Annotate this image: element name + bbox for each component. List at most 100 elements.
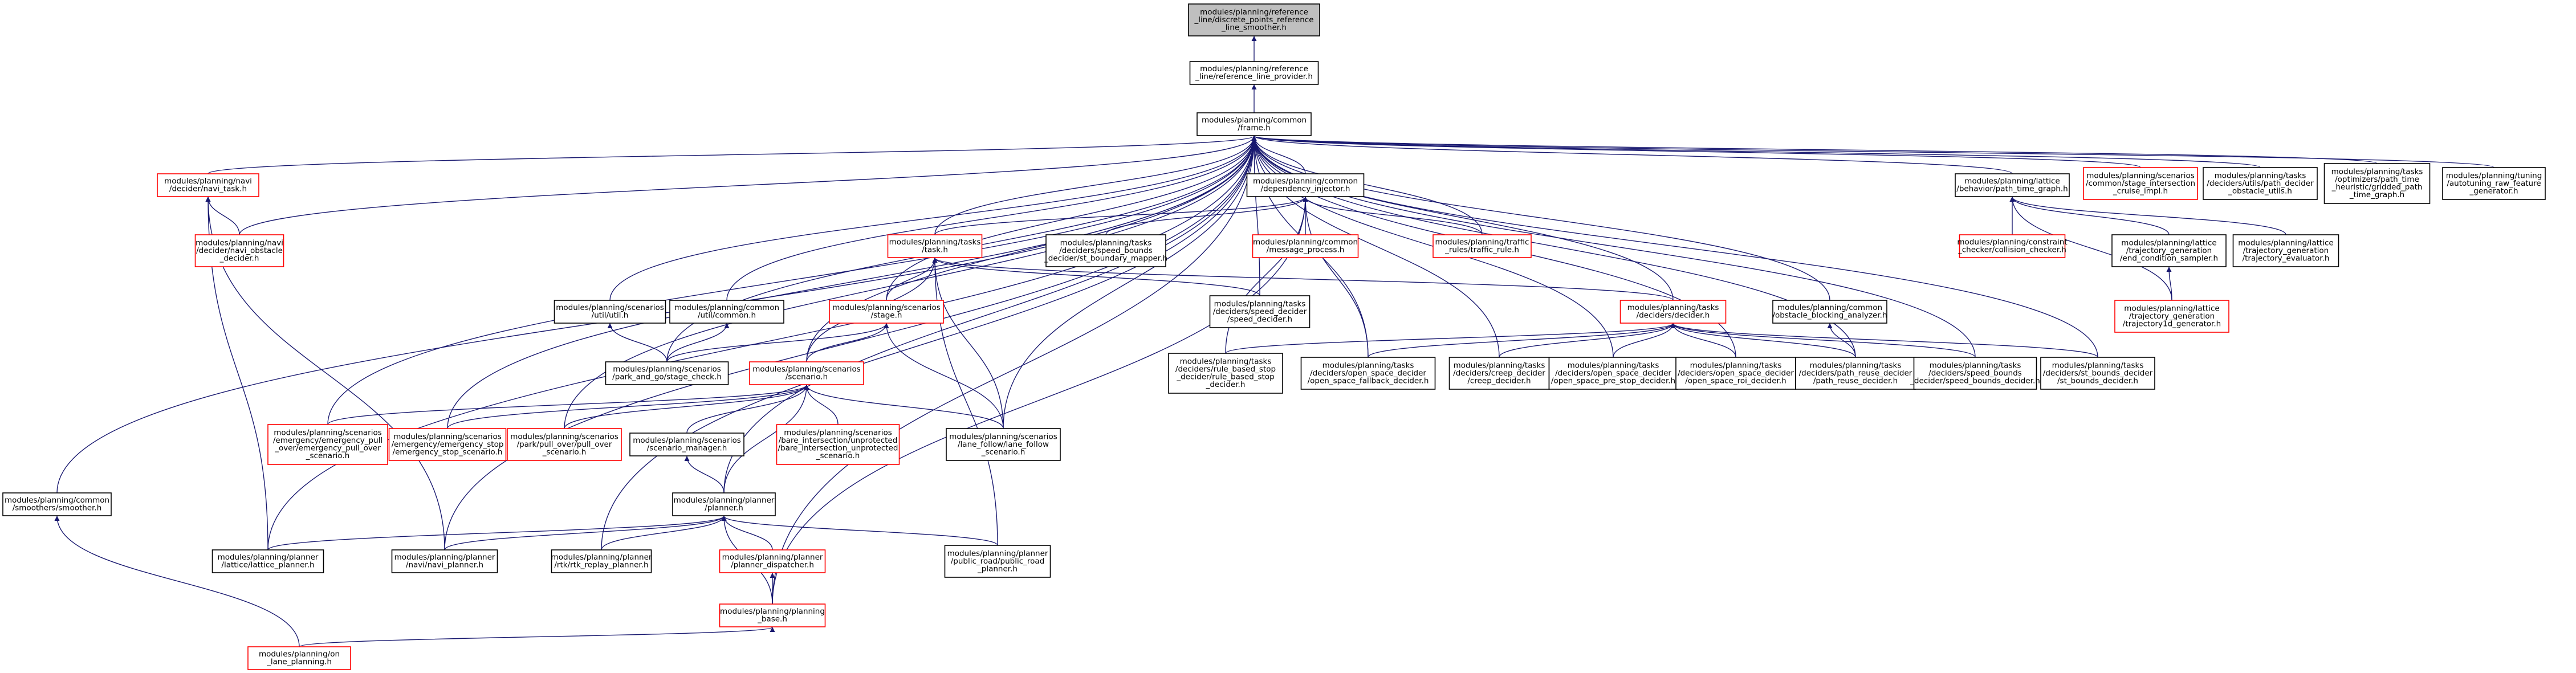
node-open-space-fallback[interactable]: modules/planning/tasks/deciders/open_spa… <box>1300 357 1436 390</box>
node-scenario[interactable]: modules/planning/scenarios/scenario.h <box>749 361 864 385</box>
node-bare-intersection[interactable]: modules/planning/scenarios/bare_intersec… <box>776 424 900 465</box>
node-path-time-graph[interactable]: modules/planning/lattice/behavior/path_t… <box>1955 173 2070 197</box>
node-label-line: /obstacle_blocking_analyzer.h <box>1772 311 1887 320</box>
node-trajectory1d-generator[interactable]: modules/planning/lattice/trajectory_gene… <box>2114 300 2229 333</box>
node-label-line: /deciders/open_space_decider <box>1555 369 1671 378</box>
edge-planner-to-scenario_manager <box>684 456 725 493</box>
node-planner[interactable]: modules/planning/planner/planner.h <box>672 492 776 516</box>
node-box <box>1188 3 1320 36</box>
node-label-line: modules/planning/scenarios <box>832 303 941 312</box>
node-traffic-rule[interactable]: modules/planning/traffic_rules/traffic_r… <box>1433 234 1532 258</box>
node-label-line: /bare_intersection/unprotected <box>779 436 898 445</box>
edge-scenario_manager-to-scenario <box>686 385 809 434</box>
node-tasks-task[interactable]: modules/planning/tasks/task.h <box>887 234 983 258</box>
node-navi-task[interactable]: modules/planning/navi/decider/navi_task.… <box>157 173 259 197</box>
node-label-line: modules/planning/reference <box>1200 7 1308 17</box>
node-st-bounds-decider[interactable]: modules/planning/tasks/deciders/st_bound… <box>2040 357 2155 390</box>
node-trajectory-evaluator[interactable]: modules/planning/lattice/trajectory_gene… <box>2232 234 2339 267</box>
edge-park_pull_over-to-scenario <box>564 385 809 429</box>
node-label-line: modules/planning/tasks <box>1627 303 1719 312</box>
node-label-line: /st_bounds_decider.h <box>2057 376 2138 385</box>
node-lane-planning[interactable]: modules/planning/on_lane_planning.h <box>247 646 351 670</box>
node-navi-obstacle[interactable]: modules/planning/navi/decider/navi_obsta… <box>194 234 284 267</box>
node-box <box>2114 300 2229 333</box>
node-end-condition-sampler[interactable]: modules/planning/lattice/trajectory_gene… <box>2111 234 2227 267</box>
edge-navi_task-to-frame <box>207 135 1257 174</box>
node-rule-based-stop[interactable]: modules/planning/tasks/deciders/rule_bas… <box>1168 353 1283 394</box>
edge-stage_intersection-to-frame <box>1251 135 2141 168</box>
node-speed-decider[interactable]: modules/planning/tasks/deciders/speed_de… <box>1209 295 1311 328</box>
node-navi-planner[interactable]: modules/planning/planner/navi/navi_plann… <box>391 549 498 573</box>
node-box <box>194 234 284 267</box>
edge-navi_planner-to-planner <box>444 516 727 550</box>
node-speed-bounds-decider[interactable]: modules/planning/tasks/deciders/speed_bo… <box>1910 357 2040 390</box>
node-label-line: modules/planning/planner <box>947 549 1048 558</box>
node-label-line: _decider/rule_based_stop <box>1176 373 1274 382</box>
edge-scenario-to-stage <box>806 323 889 362</box>
node-label-line: _time_graph.h <box>2349 190 2404 199</box>
node-smoother[interactable]: modules/planning/common/smoothers/smooth… <box>2 492 112 516</box>
node-label-line: /planner_dispatcher.h <box>731 561 814 570</box>
node-common-util[interactable]: modules/planning/common/util/common.h <box>669 300 784 324</box>
node-lane-follow[interactable]: modules/planning/scenarios/lane_follow/l… <box>946 428 1061 461</box>
node-stage-intersection[interactable]: modules/planning/scenarios/common/stage_… <box>2083 167 2198 200</box>
node-box <box>267 424 388 465</box>
node-path-decider-obstacle[interactable]: modules/planning/tasks/deciders/utils/pa… <box>2203 167 2318 200</box>
node-box <box>388 428 507 461</box>
node-ref-provider[interactable]: modules/planning/reference_line/referenc… <box>1189 61 1319 85</box>
node-emergency-pull-over[interactable]: modules/planning/scenarios/emergency/eme… <box>267 424 388 465</box>
node-open-space-pre-stop[interactable]: modules/planning/tasks/deciders/open_spa… <box>1548 357 1678 390</box>
node-stage[interactable]: modules/planning/scenarios/stage.h <box>829 300 944 324</box>
node-layer: modules/planning/reference_line/discrete… <box>2 3 2546 670</box>
edge-lane_follow-to-tasks_task <box>932 258 1004 429</box>
node-collision-checker[interactable]: modules/planning/constraint_checker/coll… <box>1957 234 2068 258</box>
node-scenarios-util[interactable]: modules/planning/scenarios/util/util.h <box>554 300 666 324</box>
edge-navi_obstacle-to-frame <box>239 136 1257 235</box>
node-speed-bounds-mapper[interactable]: modules/planning/tasks/deciders/speed_bo… <box>1044 234 1167 267</box>
edge-trajectory1d_generator-to-end_condition_sampler <box>2166 267 2172 301</box>
node-lattice-planner[interactable]: modules/planning/planner/lattice/lattice… <box>211 549 324 573</box>
edge-lane_follow-to-scenario <box>804 385 1004 429</box>
node-planner-dispatcher[interactable]: modules/planning/planner/planner_dispatc… <box>719 549 826 573</box>
node-emergency-stop[interactable]: modules/planning/scenarios/emergency/eme… <box>388 428 507 461</box>
node-box <box>2232 234 2339 267</box>
node-label-line: /deciders/open_space_decider <box>1678 369 1794 378</box>
node-public-road[interactable]: modules/planning/planner/public_road/pub… <box>944 545 1051 578</box>
node-box <box>1548 357 1678 390</box>
node-path-reuse[interactable]: modules/planning/tasks/deciders/path_reu… <box>1795 357 1916 390</box>
node-park-and-go[interactable]: modules/planning/scenarios/park_and_go/s… <box>605 361 729 385</box>
node-label-line: modules/planning/scenarios <box>613 365 721 374</box>
edge-decider-to-frame <box>1251 136 1674 301</box>
node-creep-decider[interactable]: modules/planning/tasks/deciders/creep_de… <box>1448 357 1550 390</box>
node-label-line: modules/planning/planner <box>674 496 775 505</box>
node-label-line: _planner.h <box>977 564 1018 573</box>
node-box <box>554 300 666 324</box>
node-open-space-roi[interactable]: modules/planning/tasks/deciders/open_spa… <box>1675 357 1796 390</box>
node-label-line: _line/reference_line_provider.h <box>1195 72 1313 81</box>
node-label-line: /planner.h <box>705 504 743 513</box>
node-scenario-manager[interactable]: modules/planning/scenarios/scenario_mana… <box>629 433 744 456</box>
node-label-line: /trajectory_generation <box>2243 246 2329 255</box>
node-label-line: /deciders/open_space_decider <box>1310 369 1426 378</box>
node-park-pull-over[interactable]: modules/planning/scenarios/park/pull_ove… <box>507 428 622 461</box>
node-message-process[interactable]: modules/planning/common/message_process.… <box>1252 234 1359 258</box>
node-decider[interactable]: modules/planning/tasks/deciders/decider.… <box>1619 300 1727 324</box>
node-label-line: /trajectory_generation <box>2126 246 2212 255</box>
edge-path_decider_obstacle-to-frame <box>1252 135 2261 168</box>
node-label-line: modules/planning/scenarios <box>752 365 861 374</box>
node-label-line: /lattice/lattice_planner.h <box>221 561 314 570</box>
node-rtk-replay[interactable]: modules/planning/planner/rtk/rtk_replay_… <box>551 549 652 573</box>
node-label-line: /deciders/path_reuse_decider <box>1799 369 1912 378</box>
node-gridded-path[interactable]: modules/planning/tasks/optimizers/path_t… <box>2323 163 2431 204</box>
node-label-line: /trajectory1d_generator.h <box>2123 319 2221 328</box>
node-label-line: /decider/navi_obstacle <box>196 246 283 255</box>
node-obstacle-blocking[interactable]: modules/planning/common/obstacle_blockin… <box>1772 300 1887 324</box>
node-label-line: modules/planning/common <box>1253 177 1358 186</box>
node-frame[interactable]: modules/planning/common/frame.h <box>1197 112 1312 136</box>
node-label-line: modules/planning/traffic <box>1435 238 1529 247</box>
node-label-line: modules/planning/scenarios <box>274 429 382 438</box>
node-dep-injector[interactable]: modules/planning/common/dependency_injec… <box>1246 173 1365 197</box>
node-planning-base[interactable]: modules/planning/planning_base.h <box>719 603 826 627</box>
node-autotuning[interactable]: modules/planning/tuning/autotuning_raw_f… <box>2442 167 2546 200</box>
node-label-line: _cruise_impl.h <box>2113 186 2168 195</box>
